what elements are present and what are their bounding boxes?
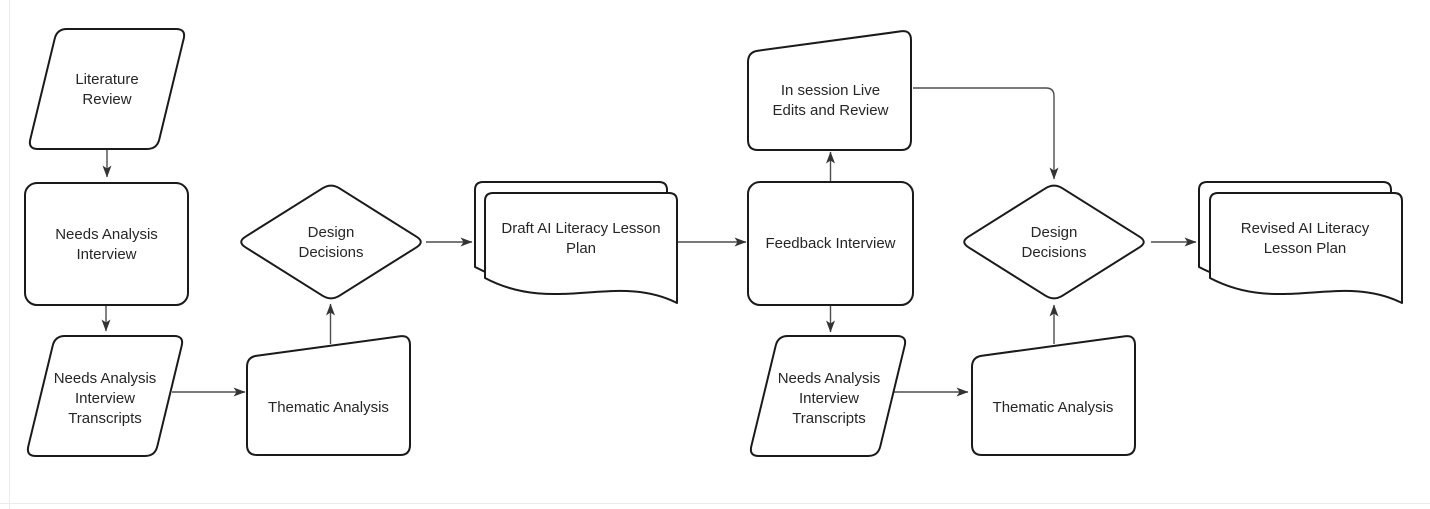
document-front-sheet — [484, 192, 678, 304]
node-label: Lesson Plan — [1264, 240, 1347, 257]
node-design-decisions-2[interactable]: Design Decisions — [963, 184, 1145, 300]
node-label: Plan — [566, 240, 596, 257]
node-label: Literature — [75, 71, 138, 88]
node-label: Needs Analysis — [54, 370, 157, 387]
node-label: In session Live — [781, 82, 880, 99]
node-label: Draft AI Literacy Lesson — [501, 220, 660, 237]
node-draft-lesson-plan[interactable]: Draft AI Literacy Lesson Plan — [474, 181, 678, 304]
manual-operation-shape — [246, 335, 411, 456]
node-thematic-analysis-2[interactable]: Thematic Analysis — [971, 335, 1136, 456]
rounded-rectangle-shape — [747, 181, 914, 306]
node-revised-lesson-plan[interactable]: Revised AI Literacy Lesson Plan — [1198, 181, 1403, 304]
node-label: Review — [82, 91, 131, 108]
node-feedback-interview[interactable]: Feedback Interview — [747, 181, 914, 306]
node-label: Thematic Analysis — [993, 399, 1114, 416]
node-label: Interview — [799, 390, 859, 407]
node-label: Decisions — [1021, 244, 1086, 261]
node-label: Transcripts — [792, 410, 866, 427]
node-label: Design — [1031, 224, 1078, 241]
diamond-shape — [240, 184, 422, 300]
node-needs-analysis-transcripts-1[interactable]: Needs Analysis Interview Transcripts — [26, 335, 184, 457]
node-label: Transcripts — [68, 410, 142, 427]
node-label: Needs Analysis — [778, 370, 881, 387]
parallelogram-shape — [28, 28, 186, 150]
parallelogram-shape — [749, 335, 907, 457]
node-needs-analysis-transcripts-2[interactable]: Needs Analysis Interview Transcripts — [749, 335, 907, 457]
node-label: Interview — [75, 390, 135, 407]
node-thematic-analysis-1[interactable]: Thematic Analysis — [246, 335, 411, 456]
rounded-rectangle-shape — [24, 182, 189, 306]
manual-operation-shape — [747, 30, 912, 151]
edge-in-session-edits-to-design-decisions-2[interactable] — [913, 87, 1059, 180]
node-needs-analysis-interview[interactable]: Needs Analysis Interview — [24, 182, 189, 306]
node-label: Interview — [76, 246, 136, 263]
node-in-session-edits[interactable]: In session Live Edits and Review — [747, 30, 912, 151]
node-label: Feedback Interview — [765, 235, 895, 252]
node-label: Design — [308, 224, 355, 241]
document-front-sheet — [1209, 192, 1403, 304]
node-design-decisions-1[interactable]: Design Decisions — [240, 184, 422, 300]
node-label: Needs Analysis — [55, 226, 158, 243]
node-label: Edits and Review — [773, 102, 889, 119]
diamond-shape — [963, 184, 1145, 300]
node-label: Decisions — [298, 244, 363, 261]
node-label: Revised AI Literacy — [1241, 220, 1370, 237]
node-label: Thematic Analysis — [268, 399, 389, 416]
node-literature-review[interactable]: Literature Review — [28, 28, 186, 150]
manual-operation-shape — [971, 335, 1136, 456]
parallelogram-shape — [26, 335, 184, 457]
